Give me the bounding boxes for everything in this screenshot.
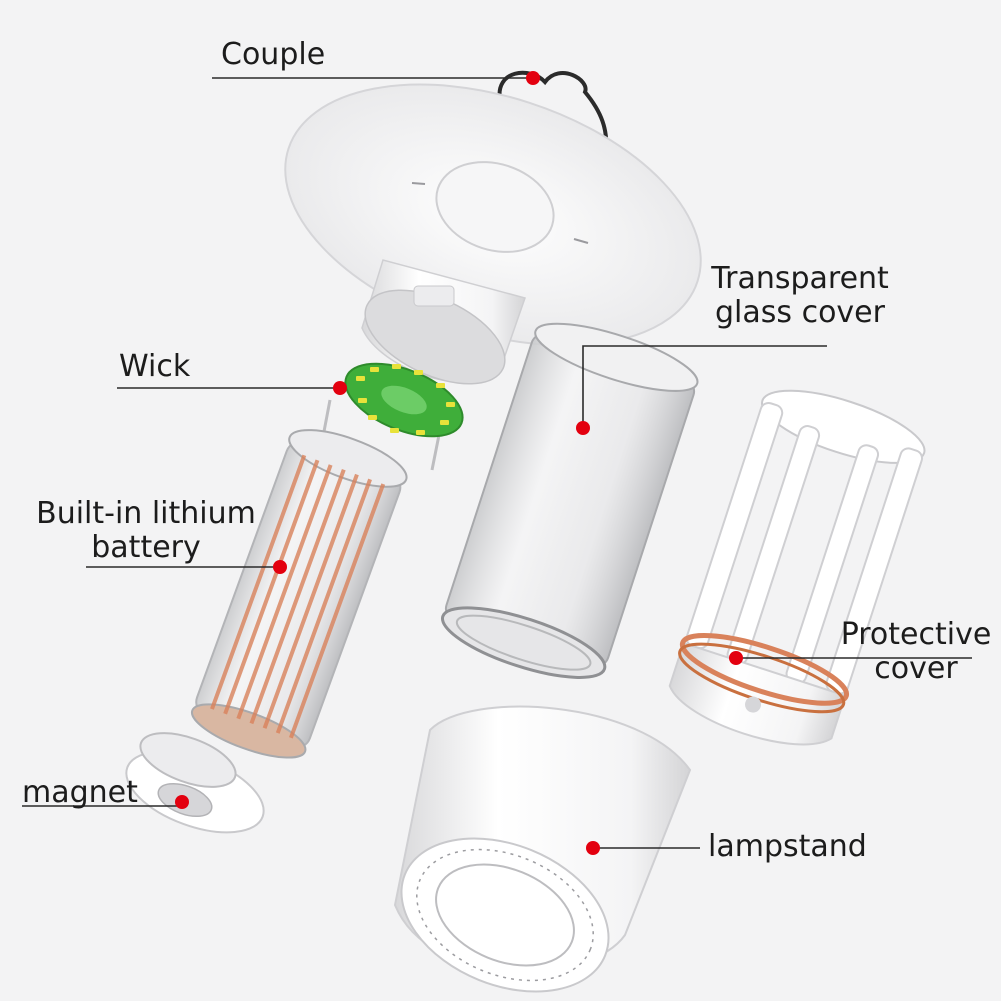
marker-couple — [526, 71, 540, 85]
label-lampstand: lampstand — [708, 830, 867, 864]
label-battery: Built-in lithium battery — [36, 497, 256, 565]
lamp-shade — [252, 36, 734, 403]
protective-cover — [662, 376, 933, 761]
marker-wick — [333, 381, 347, 395]
battery-tube — [184, 418, 413, 769]
label-glass-cover: Transparent glass cover — [700, 262, 900, 330]
label-couple: Couple — [221, 38, 325, 72]
lampstand — [379, 707, 690, 1001]
marker-lampstand — [586, 841, 600, 855]
marker-protective-cover — [729, 651, 743, 665]
label-magnet: magnet — [22, 776, 138, 810]
marker-battery — [273, 560, 287, 574]
label-protective-cover: Protective cover — [836, 618, 996, 686]
marker-magnet — [175, 795, 189, 809]
label-wick: Wick — [119, 350, 190, 384]
marker-glass-cover — [576, 421, 590, 435]
